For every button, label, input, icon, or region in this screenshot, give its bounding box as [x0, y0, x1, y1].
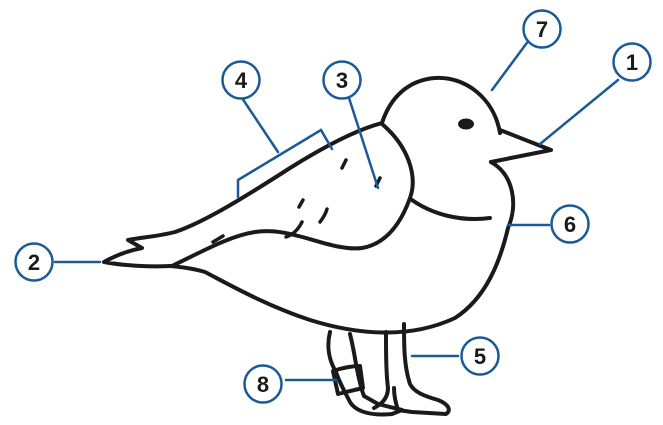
callout-number: 1 — [626, 50, 638, 75]
leader-line-1 — [538, 78, 620, 146]
leader-line-7 — [490, 38, 531, 92]
feather-mark — [284, 220, 304, 239]
callout-circle — [460, 336, 500, 376]
bracket-4 — [236, 128, 334, 199]
feather-mark — [318, 207, 329, 224]
callout-circle — [221, 60, 261, 100]
rear-leg — [326, 330, 404, 417]
callout-3: 3 — [322, 60, 362, 100]
callout-number: 7 — [536, 17, 548, 42]
callout-5: 5 — [460, 336, 500, 376]
callout-number: 4 — [235, 68, 248, 93]
leg-band — [331, 364, 365, 396]
wing-outline — [170, 122, 415, 268]
leader-line-4 — [240, 96, 280, 154]
callout-6: 6 — [550, 204, 590, 244]
eye — [458, 118, 474, 130]
head-back-outline — [102, 75, 502, 269]
callout-circle — [550, 204, 590, 244]
callout-number: 6 — [564, 212, 576, 237]
callout-1: 1 — [612, 42, 652, 82]
front-leg — [372, 322, 451, 416]
beak — [489, 128, 553, 164]
leader-lines — [53, 38, 620, 382]
shoulder-line — [410, 198, 492, 222]
callout-circle — [612, 42, 652, 82]
callout-8: 8 — [243, 364, 283, 404]
callout-number: 3 — [336, 68, 348, 93]
callout-4: 4 — [221, 60, 261, 100]
feather-mark — [297, 198, 305, 209]
callout-circle — [243, 364, 283, 404]
callout-2: 2 — [14, 242, 54, 282]
callout-7: 7 — [522, 9, 562, 49]
feather-mark — [340, 158, 348, 170]
callout-number: 2 — [28, 250, 40, 275]
callout-number: 8 — [257, 372, 269, 397]
callout-circle — [322, 60, 362, 100]
callout-circle — [14, 242, 54, 282]
callout-number: 5 — [474, 344, 486, 369]
leader-line-3 — [347, 96, 380, 190]
feather-mark — [211, 234, 225, 244]
callout-circle — [522, 9, 562, 49]
